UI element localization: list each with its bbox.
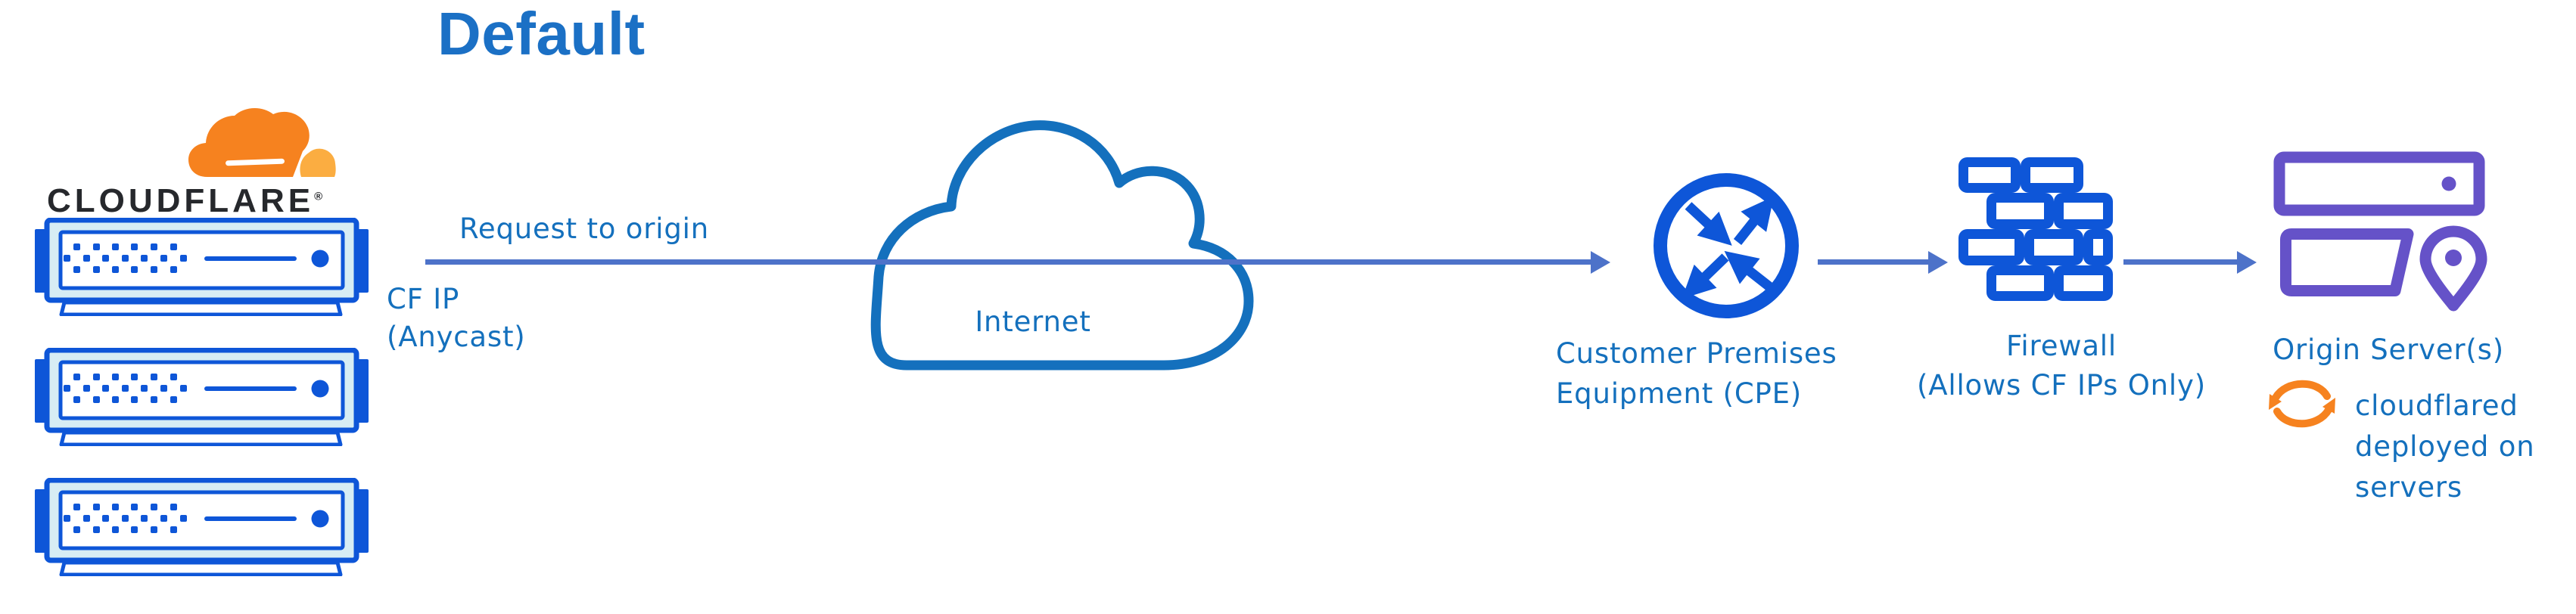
cpe-label-line2: Equipment (CPE) bbox=[1556, 377, 1803, 410]
cloudflare-edge-server-icon-2 bbox=[34, 348, 369, 446]
firewall-label: Firewall (Allows CF IPs Only) bbox=[1889, 327, 2234, 405]
request-arrow-line bbox=[425, 259, 1591, 265]
firewall-label-line1: Firewall bbox=[2006, 330, 2117, 362]
cpe-label-line1: Customer Premises bbox=[1556, 337, 1837, 370]
cloudflare-logo-icon bbox=[188, 107, 336, 177]
registered-trademark: ® bbox=[314, 190, 323, 203]
firewall-to-origin-arrow-line bbox=[2123, 259, 2237, 265]
cf-ip-anycast-label: CF IP (Anycast) bbox=[387, 281, 526, 356]
cpe-label: Customer Premises Equipment (CPE) bbox=[1556, 333, 1837, 414]
internet-cloud-icon bbox=[870, 120, 1254, 371]
cpe-to-firewall-arrow-head bbox=[1928, 251, 1948, 274]
cf-ip-label-line2: (Anycast) bbox=[387, 321, 526, 353]
request-to-origin-label: Request to origin bbox=[459, 212, 709, 245]
cpe-router-icon bbox=[1654, 173, 1799, 318]
internet-label: Internet bbox=[975, 305, 1091, 338]
cloudflared-sync-icon bbox=[2269, 380, 2335, 428]
cloudflared-note-label: cloudflared deployed on servers bbox=[2355, 386, 2534, 508]
origin-server-icon bbox=[2273, 151, 2487, 312]
request-arrow-head bbox=[1591, 251, 1610, 274]
location-pin-dot bbox=[2445, 250, 2462, 266]
diagram-title: Default bbox=[437, 0, 646, 67]
cloudflared-note-line1: cloudflared bbox=[2355, 389, 2518, 422]
cpe-to-firewall-arrow-line bbox=[1818, 259, 1928, 265]
cloudflare-edge-server-icon-3 bbox=[34, 478, 369, 576]
cloudflare-wordmark: CLOUDFLARE® bbox=[47, 182, 322, 220]
origin-servers-label: Origin Server(s) bbox=[2273, 333, 2504, 366]
server-led-dot bbox=[2441, 176, 2456, 191]
firewall-to-origin-arrow-head bbox=[2237, 251, 2257, 274]
firewall-label-line2: (Allows CF IPs Only) bbox=[1917, 369, 2206, 402]
firewall-icon bbox=[1958, 157, 2113, 301]
cf-ip-label-line1: CF IP bbox=[387, 283, 460, 315]
cloudflare-edge-server-icon-1 bbox=[34, 218, 369, 316]
cloudflared-note-line2: deployed on bbox=[2355, 430, 2535, 463]
cloudflared-note-line3: servers bbox=[2355, 471, 2463, 504]
wordmark-text: CLOUDFLARE bbox=[47, 182, 315, 219]
